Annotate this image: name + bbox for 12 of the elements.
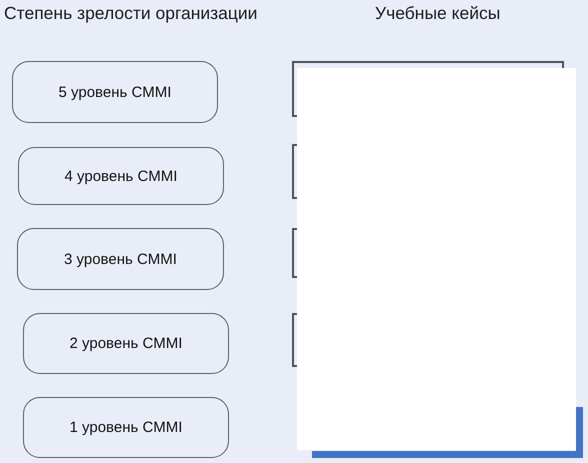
box-label: 1 уровень CMMI [70,419,182,436]
level-box [23,313,229,374]
level-box [12,61,218,123]
level-box [17,228,224,290]
level-box [18,147,224,205]
box-label: 4 уровень CMMI [64,168,178,184]
column-heading: Степень зрелости организации [4,3,258,24]
box-label: 5 уровень CMMI [58,84,172,100]
level-box [23,397,229,458]
box-label: 2 уровень CMMI [70,335,182,352]
column-heading: Учебные кейсы [375,3,500,24]
box-label: 3 уровень CMMI [64,250,177,268]
